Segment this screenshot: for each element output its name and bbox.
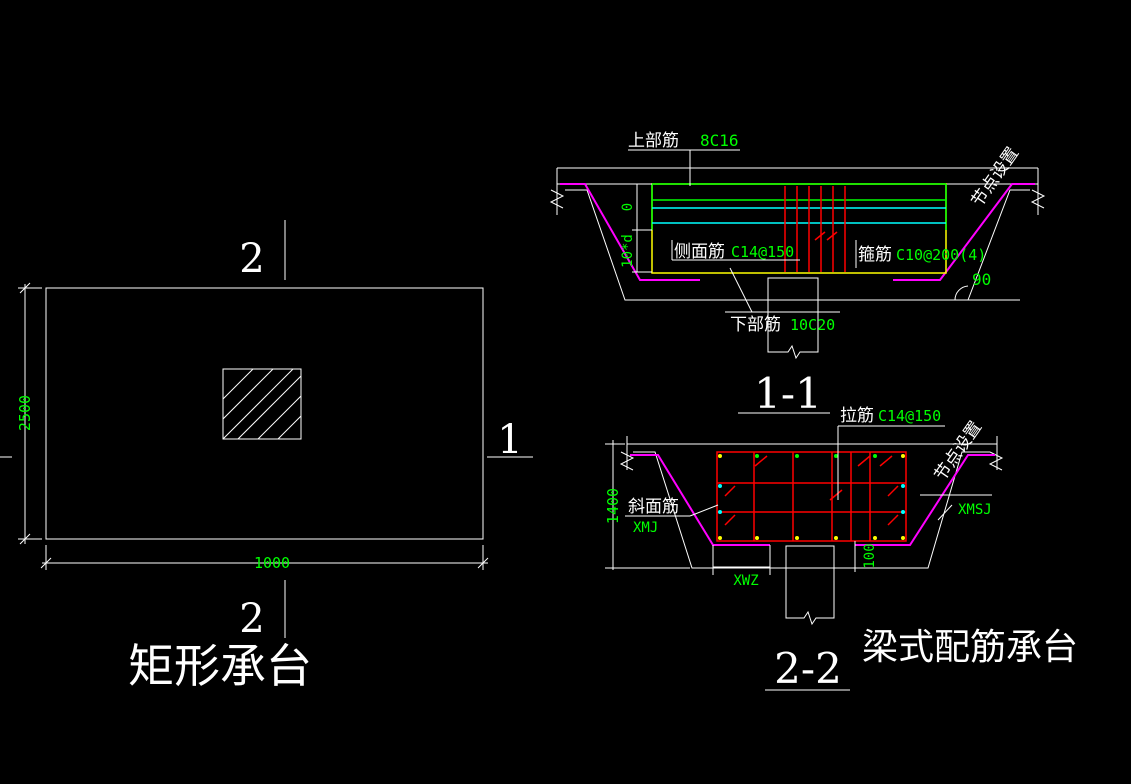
dim-width-label: 1000 [254, 554, 290, 572]
slope-rebar-2-right [855, 454, 995, 546]
beam-cap-title: 梁式配筋承台 [862, 627, 1078, 668]
tie-rebar-value: C14@150 [878, 407, 941, 425]
plan-view: 2 2 1 2500 1000 矩形承台 [0, 220, 533, 693]
plan-title: 矩形承台 [128, 639, 312, 693]
top-rebar-label: 上部筋 [628, 131, 679, 151]
section-name-2-2: 2-2 [774, 644, 842, 693]
slope-rebar-2-left [630, 454, 770, 546]
section-2-2: 1400 100 XWZ 拉筋 C14@150 节点设置 斜面筋 XMJ XMS… [604, 406, 1078, 693]
column-hatch [222, 368, 302, 440]
angle-value: 90 [972, 270, 991, 289]
side-rebar-label: 侧面筋 [674, 242, 725, 262]
section-name-1-1: 1-1 [754, 369, 822, 418]
stirrup-value: C10@200(4) [896, 246, 986, 264]
cap-outline [45, 287, 484, 540]
dim-xwz: XWZ [733, 573, 758, 589]
section-mark-bottom: 2 [239, 596, 264, 642]
slope-rebar-right [893, 183, 1035, 281]
stirrup-label: 箍筋 [858, 245, 892, 265]
column-hatch-box [222, 368, 302, 440]
slope-rebar-left [560, 183, 700, 281]
node-label-1-1: 节点设置 [968, 144, 1023, 211]
xmsj-label: XMSJ [958, 502, 992, 518]
bottom-rebar-label: 下部筋 [730, 315, 781, 335]
dim-horizontal [40, 545, 489, 570]
dim-vertical [18, 282, 42, 545]
dim-10d: 10*d [620, 234, 636, 268]
node-label-2-2: 节点设置 [931, 418, 986, 485]
dim-100: 100 [862, 543, 878, 568]
section-mark-right: 1 [497, 417, 522, 463]
dim-height-label: 2500 [16, 395, 34, 431]
bottom-rebar-value: 10C20 [790, 316, 835, 334]
stirrups-1-1 [784, 186, 846, 272]
tie-rebar-label: 拉筋 [840, 406, 874, 426]
top-rebar-value: 8C16 [700, 131, 739, 150]
dim-height-2-2: 1400 [604, 488, 622, 524]
side-rebar-value: C14@150 [731, 243, 794, 261]
rebar-grid-2-2 [716, 451, 907, 542]
section-1-1: 0 10*d 上部筋 8C16 侧面筋 C14@150 箍筋 C10@200(4… [549, 131, 1046, 418]
slope-rebar-label: 斜面筋 [628, 497, 679, 517]
section-mark-top: 2 [239, 236, 264, 282]
dim-zero: 0 [620, 203, 636, 211]
xmj-label: XMJ [633, 520, 658, 536]
rebar-dots-2-2 [718, 454, 905, 540]
